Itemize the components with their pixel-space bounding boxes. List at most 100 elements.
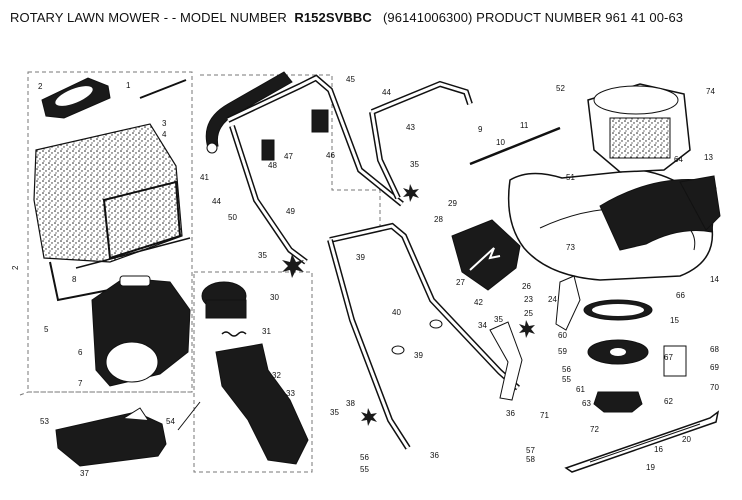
callout-35-d: 35 (330, 408, 339, 417)
callout-51: 51 (566, 173, 575, 182)
bag-handle-grip (55, 86, 93, 106)
callout-70: 70 (710, 383, 719, 392)
bag-rod-part (139, 79, 187, 99)
callout-1: 1 (126, 81, 131, 90)
callout-36-b: 36 (430, 451, 439, 460)
control-bar-inner (370, 82, 472, 199)
wheel-lever-part (555, 275, 581, 331)
bag-wire-part (75, 237, 191, 269)
callout-55-a: 55 (562, 375, 571, 384)
blade-adapter-part (593, 391, 643, 413)
callout-13: 13 (704, 153, 713, 162)
side-page-mark: 2 (11, 265, 20, 270)
rear-chute-arrow (469, 247, 501, 271)
callout-53: 53 (40, 417, 49, 426)
callout-56-a: 56 (562, 365, 571, 374)
baffle-ring-inner (592, 304, 644, 316)
callout-62: 62 (664, 397, 673, 406)
callout-3: 3 (162, 119, 167, 128)
callout-48: 48 (268, 161, 277, 170)
callout-15: 15 (670, 316, 679, 325)
blade-part (564, 410, 720, 473)
cable-clip-part-2 (429, 319, 443, 329)
callout-38: 38 (346, 399, 355, 408)
upper-handle-inner (227, 76, 403, 206)
callout-9: 9 (478, 125, 483, 134)
callout-64: 64 (674, 155, 683, 164)
title-prefix: ROTARY LAWN MOWER - - MODEL NUMBER (10, 10, 287, 25)
callout-7: 7 (78, 379, 83, 388)
callout-23: 23 (524, 295, 533, 304)
callout-19: 19 (646, 463, 655, 472)
callout-57: 57 (526, 446, 535, 455)
callout-6: 6 (78, 348, 83, 357)
grip-end-part (206, 142, 218, 154)
callout-42: 42 (474, 298, 483, 307)
callout-39-b: 39 (414, 351, 423, 360)
star-knob-4 (519, 320, 535, 338)
callout-36-a: 36 (506, 409, 515, 418)
mulch-plug-tab (123, 407, 149, 421)
diagram-title: ROTARY LAWN MOWER - - MODEL NUMBER R152S… (10, 10, 734, 26)
callout-49: 49 (286, 207, 295, 216)
cable-bracket-part (261, 139, 275, 161)
callout-56-b: 56 (360, 453, 369, 462)
callout-25: 25 (524, 309, 533, 318)
mulch-plug-part (55, 411, 167, 467)
handle-grip-part (205, 71, 293, 149)
callout-35-c: 35 (494, 315, 503, 324)
callout-52: 52 (556, 84, 565, 93)
callout-33: 33 (286, 389, 295, 398)
chute-spring-part (221, 331, 247, 337)
callout-2: 2 (38, 82, 43, 91)
brake-lever-part (311, 109, 329, 133)
bag-frame-part (102, 180, 182, 260)
callout-27: 27 (456, 278, 465, 287)
engine-block (609, 117, 671, 159)
chute-tube-part (215, 343, 309, 465)
handle-group-outline (200, 74, 381, 230)
callout-61: 61 (576, 385, 585, 394)
callout-74: 74 (706, 87, 715, 96)
callout-60: 60 (558, 331, 567, 340)
callout-30: 30 (270, 293, 279, 302)
upper-handle-left-inner (230, 125, 307, 264)
callout-66: 66 (676, 291, 685, 300)
height-adjuster-part (489, 321, 523, 401)
mulch-chute-group-box (193, 271, 313, 473)
callout-63: 63 (582, 399, 591, 408)
model-number: R152SVBBC (294, 10, 372, 25)
callout-4: 4 (162, 130, 167, 139)
callout-71: 71 (540, 411, 549, 420)
star-knob-1 (282, 254, 304, 278)
star-knob-3 (361, 408, 377, 426)
callout-44-a: 44 (382, 88, 391, 97)
engine-top (593, 85, 679, 115)
side-discharge-part-2 (679, 175, 721, 231)
callout-55-b: 55 (360, 465, 369, 474)
callout-54: 54 (166, 417, 175, 426)
callout-28: 28 (434, 215, 443, 224)
chute-collar-part (205, 299, 247, 319)
lower-handle-inner (329, 224, 519, 390)
callout-26: 26 (522, 282, 531, 291)
callout-34: 34 (478, 321, 487, 330)
callout-5: 5 (44, 325, 49, 334)
callout-40: 40 (392, 308, 401, 317)
callout-45: 45 (346, 75, 355, 84)
callout-41: 41 (200, 173, 209, 182)
callout-44-b: 44 (212, 197, 221, 206)
wire-part (177, 401, 201, 431)
callout-46: 46 (326, 151, 335, 160)
callout-8: 8 (72, 275, 77, 284)
callout-labels: 1 2 3 4 5 6 7 8 9 10 11 13 14 15 16 19 2… (38, 75, 719, 478)
lower-handle-left-inner (328, 239, 410, 449)
callout-72: 72 (590, 425, 599, 434)
callout-73: 73 (566, 243, 575, 252)
callout-69: 69 (710, 363, 719, 372)
callout-47: 47 (284, 152, 293, 161)
callout-29: 29 (448, 199, 457, 208)
title-suffix: (96141006300) PRODUCT NUMBER 961 41 00-6… (382, 10, 684, 25)
callout-67: 67 (664, 353, 673, 362)
